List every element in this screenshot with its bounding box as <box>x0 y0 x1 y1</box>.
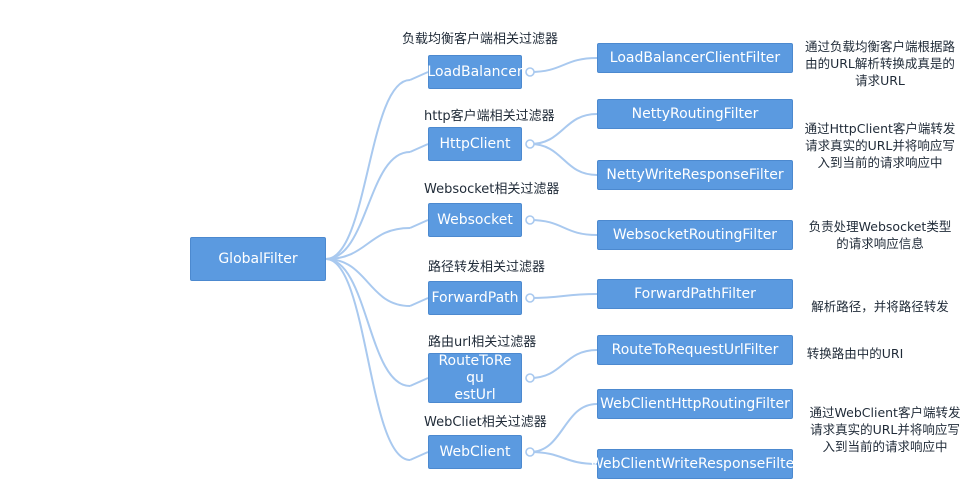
connector-root-to-category-tail <box>409 297 429 307</box>
category-node-httpclient: HttpClient <box>428 127 522 161</box>
description-routetorequesturl: 转换路由中的URI <box>800 345 910 362</box>
connector-node-dot <box>525 373 535 383</box>
connector-root-to-category <box>325 258 411 387</box>
filter-node-nettywriteresponsefilter: NettyWriteResponseFilter <box>597 160 793 190</box>
description-loadbalancer: 通过负载均衡客户端根据路 由的URL解析转换成真是的 请求URL <box>800 38 960 89</box>
connector-root-to-category-tail <box>409 219 429 229</box>
category-node-websocket: Websocket <box>428 203 522 237</box>
description-line: 负责处理Websocket类型 <box>808 219 952 234</box>
filter-node-websocketroutingfilter: WebsocketRoutingFilter <box>597 220 793 250</box>
filter-node-routetorequesturlfilter: RouteToRequestUrlFilter <box>597 335 793 365</box>
description-line: 请求真实的URL并将响应写 <box>805 138 955 153</box>
connector-node-dot <box>525 139 535 149</box>
description-line: 通过负载均衡客户端根据路 <box>804 39 955 54</box>
category-node-loadbalancer: LoadBalancer <box>427 55 523 89</box>
root-node-globalfilter: GlobalFilter <box>190 237 326 281</box>
connector-category-to-filter <box>529 451 598 465</box>
connector-category-to-filter <box>529 113 598 145</box>
connector-node-dot <box>525 215 535 225</box>
description-line: 通过HttpClient客户端转发 <box>804 121 956 136</box>
description-line: 的请求响应信息 <box>836 236 924 251</box>
group-title-routetorequesturl: 路由url相关过滤器 <box>428 335 537 350</box>
description-line: 解析路径，并将路径转发 <box>811 299 949 314</box>
connector-root-to-category <box>325 79 411 260</box>
connector-root-to-category <box>325 258 411 307</box>
connector-node-dot <box>525 293 535 303</box>
connector-root-to-category-tail <box>409 451 429 461</box>
filter-node-nettyroutingfilter: NettyRoutingFilter <box>597 99 793 129</box>
description-line: 由的URL解析转换成真是的 <box>805 56 955 71</box>
description-forwardpath: 解析路径，并将路径转发 <box>800 298 960 315</box>
filter-node-forwardpathfilter: ForwardPathFilter <box>597 279 793 309</box>
connector-category-to-filter <box>529 219 598 236</box>
connector-root-to-category <box>325 258 411 461</box>
description-websocket: 负责处理Websocket类型 的请求响应信息 <box>800 218 960 252</box>
category-node-line: RouteToRequ <box>438 352 512 386</box>
group-title-forwardpath: 路径转发相关过滤器 <box>428 260 546 275</box>
connector-root-to-category-tail <box>409 377 429 387</box>
group-title-httpclient: http客户端相关过滤器 <box>424 109 555 124</box>
description-httpclient: 通过HttpClient客户端转发 请求真实的URL并将响应写 入到当前的请求响… <box>800 120 960 171</box>
category-node-routetorequesturl: RouteToRequ estUrl <box>428 353 522 403</box>
connector-category-to-filter <box>529 143 598 176</box>
filter-node-webclienthttproutingfilter: WebClientHttpRoutingFilter <box>597 389 793 419</box>
connector-node-dot <box>525 67 535 77</box>
description-line: 通过WebClient客户端转发 <box>809 405 961 420</box>
connector-root-to-category-tail <box>409 143 429 153</box>
connector-root-to-category-tail <box>409 71 429 81</box>
connector-category-to-filter <box>529 403 598 453</box>
filter-node-webclientwriteresponsefilter: WebClientWriteResponseFilter <box>590 449 800 479</box>
connector-root-to-category <box>325 227 411 260</box>
description-line: 请求URL <box>855 73 905 88</box>
connector-root-to-category <box>325 151 411 260</box>
group-title-webclient: WebCliet相关过滤器 <box>424 415 547 430</box>
description-line: 入到当前的请求响应中 <box>822 439 948 454</box>
description-line: 转换路由中的URI <box>806 346 904 361</box>
category-node-webclient: WebClient <box>428 435 522 469</box>
connector-category-to-filter <box>529 293 598 299</box>
description-webclient: 通过WebClient客户端转发 请求真实的URL并将响应写 入到当前的请求响应… <box>800 404 970 455</box>
group-title-loadbalancer: 负载均衡客户端相关过滤器 <box>402 32 559 47</box>
connector-category-to-filter <box>529 57 598 73</box>
connector-node-dot <box>525 447 535 457</box>
category-node-forwardpath: ForwardPath <box>428 281 522 315</box>
category-node-line: estUrl <box>454 386 496 403</box>
description-line: 入到当前的请求响应中 <box>817 155 943 170</box>
group-title-websocket: Websocket相关过滤器 <box>424 182 560 197</box>
description-line: 请求真实的URL并将响应写 <box>810 422 960 437</box>
filter-node-loadbalancerclientfilter: LoadBalancerClientFilter <box>597 43 793 73</box>
connector-category-to-filter <box>529 349 598 379</box>
